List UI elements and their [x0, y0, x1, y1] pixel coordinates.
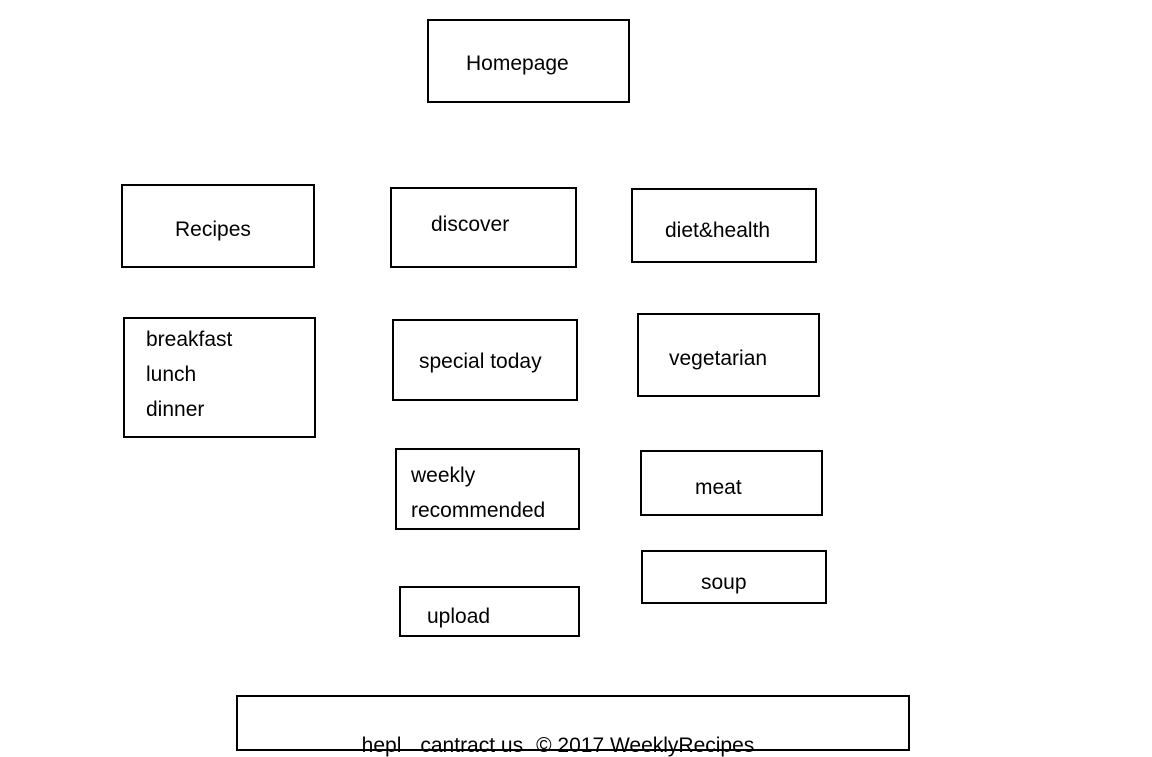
- help-link[interactable]: hepl: [361, 734, 402, 757]
- meat-label: meat: [695, 476, 742, 499]
- diet-health-box[interactable]: [631, 188, 817, 263]
- diet-health-label: diet&health: [665, 219, 771, 242]
- weekly-recommended-box[interactable]: [395, 448, 580, 530]
- recipes-label: Recipes: [175, 218, 251, 241]
- meals-box[interactable]: [123, 317, 316, 438]
- copyright-text: © 2017 WeeklyRecipes: [536, 734, 755, 757]
- breakfast-item[interactable]: breakfast: [146, 328, 233, 351]
- special-today-label: special today: [419, 350, 542, 373]
- weekly-recommended-label: weekly recommended: [411, 458, 545, 528]
- recipes-box[interactable]: [121, 184, 315, 268]
- special-today-box[interactable]: [392, 319, 578, 401]
- soup-box[interactable]: [641, 550, 827, 604]
- weekly-line: weekly: [411, 464, 476, 487]
- upload-label: upload: [427, 605, 491, 628]
- homepage-label: Homepage: [466, 52, 569, 75]
- discover-label: discover: [431, 213, 510, 236]
- footer: hepl cantract us © 2017 WeeklyRecipes: [350, 714, 755, 757]
- soup-label: soup: [701, 571, 747, 594]
- upload-box[interactable]: [399, 586, 580, 637]
- footer-box: [236, 695, 910, 751]
- meals-list: breakfast lunch dinner: [146, 322, 232, 427]
- recommended-line: recommended: [411, 499, 546, 522]
- contact-link[interactable]: cantract us: [420, 734, 524, 757]
- discover-box[interactable]: [390, 187, 577, 268]
- vegetarian-label: vegetarian: [669, 347, 768, 370]
- dinner-item[interactable]: dinner: [146, 398, 205, 421]
- meat-box[interactable]: [640, 450, 823, 516]
- vegetarian-box[interactable]: [637, 313, 820, 397]
- lunch-item[interactable]: lunch: [146, 363, 197, 386]
- homepage-box[interactable]: [427, 19, 630, 103]
